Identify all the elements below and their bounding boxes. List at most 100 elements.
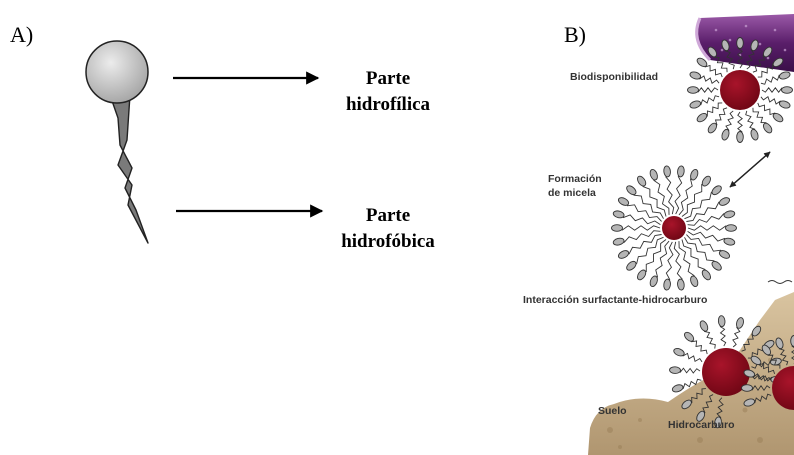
surfactant-headgroup (750, 355, 762, 366)
surfactant-headgroup (790, 335, 794, 347)
bacterium (695, 14, 794, 72)
surfactant-headgroup (611, 224, 623, 232)
panel-a (85, 40, 324, 244)
surfactant-headgroup (649, 275, 658, 288)
surfactant-tail-line (686, 201, 720, 222)
surfactant-tail-line (642, 186, 667, 217)
panel-a-letter: A) (10, 22, 33, 47)
surfactant-headgroup (677, 278, 685, 291)
surfactant-tail-line (745, 110, 756, 130)
surfactant-headgroup (717, 315, 726, 328)
surfactant-headgroup (743, 398, 756, 407)
surfactant-tail-line (678, 178, 693, 216)
surfactant-headgroup (762, 46, 773, 58)
surfactant-tail-line (653, 179, 670, 215)
surfactant-tail (109, 94, 149, 244)
surfactant-headgroup (775, 337, 784, 350)
soil (588, 292, 794, 455)
surfactant-headgroup (707, 46, 718, 58)
surfactant-tail-line (752, 54, 766, 73)
surfactant-headgroup (687, 86, 699, 94)
surfactant-headgroup (772, 57, 784, 68)
surfactant-headgroup (696, 410, 706, 422)
bioavailability-label: Biodisponibilidad (570, 71, 658, 83)
surfactant-headgroup (750, 39, 759, 52)
surfactant-tail-line (691, 340, 708, 355)
surfactant-headgroup (673, 348, 685, 357)
surfactant-headgroup (637, 175, 647, 187)
surfactant-headgroup (690, 168, 699, 181)
surfactant-tail-line (678, 241, 695, 277)
surfactant-tail-line (719, 325, 727, 347)
equilibrium-arrow (729, 151, 771, 188)
surfactant-tail-line (725, 110, 734, 131)
surfactant-tail-line (702, 394, 714, 414)
surfactant-tail-line (760, 74, 780, 85)
surfactant-tail-line (714, 107, 728, 126)
surfactant-tail-line (686, 234, 722, 252)
surfactant-tail-line (751, 374, 773, 382)
surfactant-tail-line (655, 240, 670, 278)
surfactant-headgroup (761, 344, 772, 356)
surfactant-tail-line (623, 230, 661, 243)
hydrocarbon-droplet (702, 348, 750, 396)
surfactant-headgroup (617, 197, 630, 206)
surfactant-tail-line (757, 102, 776, 116)
surfactant-headgroup (677, 165, 685, 178)
surfactant-tail-line (716, 397, 724, 419)
hemimicelle-right (741, 335, 794, 410)
surfactant-headgroup (741, 384, 753, 392)
surfactant-tail-line (687, 213, 725, 226)
surfactant-headgroup (711, 260, 722, 271)
surfactant-headgroup (690, 275, 699, 288)
surfactant-headgroup (649, 168, 658, 181)
surfactant-tail-line (732, 326, 741, 348)
surfactant-headgroup (663, 165, 671, 178)
surfactant-headgroup (696, 57, 708, 68)
surfactant-tail-line (687, 230, 726, 242)
surfactant-headgroup (696, 112, 708, 123)
surfactant-headgroup (762, 122, 773, 134)
surfactant-headgroup (781, 86, 793, 94)
surfactant-tail-line (699, 75, 720, 84)
surfactant-monomer-tail (767, 280, 793, 284)
surfactant-tail-line (752, 107, 767, 124)
micelle-bioavailability (687, 37, 793, 143)
surfactant-headgroup (671, 384, 684, 393)
surfactant-tail-line (778, 348, 789, 366)
surfactant-headgroup (725, 224, 737, 232)
surfactant-tail-line (622, 214, 661, 226)
hydrocarbon-droplet (662, 216, 686, 240)
surfactant-tail-line (645, 239, 667, 273)
surfactant-headgroup (707, 122, 718, 134)
surfactant-headgroup (714, 416, 722, 429)
hemimicelle-left (669, 315, 783, 429)
surfactant-tail-line (626, 204, 662, 222)
panel-a-labels: A) Parte hidrofílica Parte hidrofóbica (10, 22, 435, 252)
surfactant-headgroup (669, 366, 681, 374)
surfactant-tail-line (737, 111, 743, 133)
surfactant-headgroup (723, 237, 736, 246)
panel-b-letter: B) (564, 22, 586, 47)
surfactant-headgroup (751, 325, 762, 337)
surfactant-headgroup (612, 210, 625, 219)
surfactant-headgroup (689, 71, 702, 80)
surfactant-tail-line (753, 373, 772, 382)
surfactant-tail-line (665, 176, 675, 215)
surfactant-headgroup (736, 317, 744, 329)
surfactant-tail-line (697, 87, 719, 93)
surfactant-headgroup (626, 185, 637, 196)
hydrocarbon-label: Hidrocarburo (668, 419, 735, 431)
surfactant-headgroup (684, 331, 695, 342)
surfactant-tail-line (681, 239, 706, 270)
micelle-formation (611, 165, 737, 291)
surfactant-tail-line (628, 234, 662, 255)
micelle-formation-label-line2: de micela (548, 187, 596, 199)
surfactant-headgroup (637, 269, 647, 281)
soil-label: Suelo (598, 405, 627, 417)
surfactant-headgroup (689, 100, 702, 109)
surfactant-tail-line (761, 87, 783, 93)
hydrophilic-label-line1: Parte (366, 68, 410, 89)
surfactant-tail-line (691, 388, 706, 403)
surfactant-tail-line (682, 352, 703, 363)
